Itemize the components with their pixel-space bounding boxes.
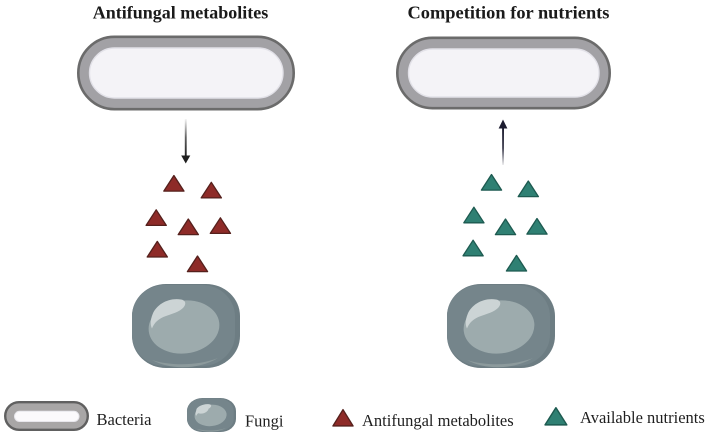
svg-text:Antifungal metabolites: Antifungal metabolites — [362, 411, 514, 430]
svg-text:Antifungal metabolites: Antifungal metabolites — [93, 3, 269, 23]
svg-text:Fungi: Fungi — [245, 412, 284, 431]
svg-text:Available nutrients: Available nutrients — [580, 408, 705, 427]
svg-text:Competition for nutrients: Competition for nutrients — [408, 3, 610, 23]
svg-text:Bacteria: Bacteria — [97, 410, 153, 429]
